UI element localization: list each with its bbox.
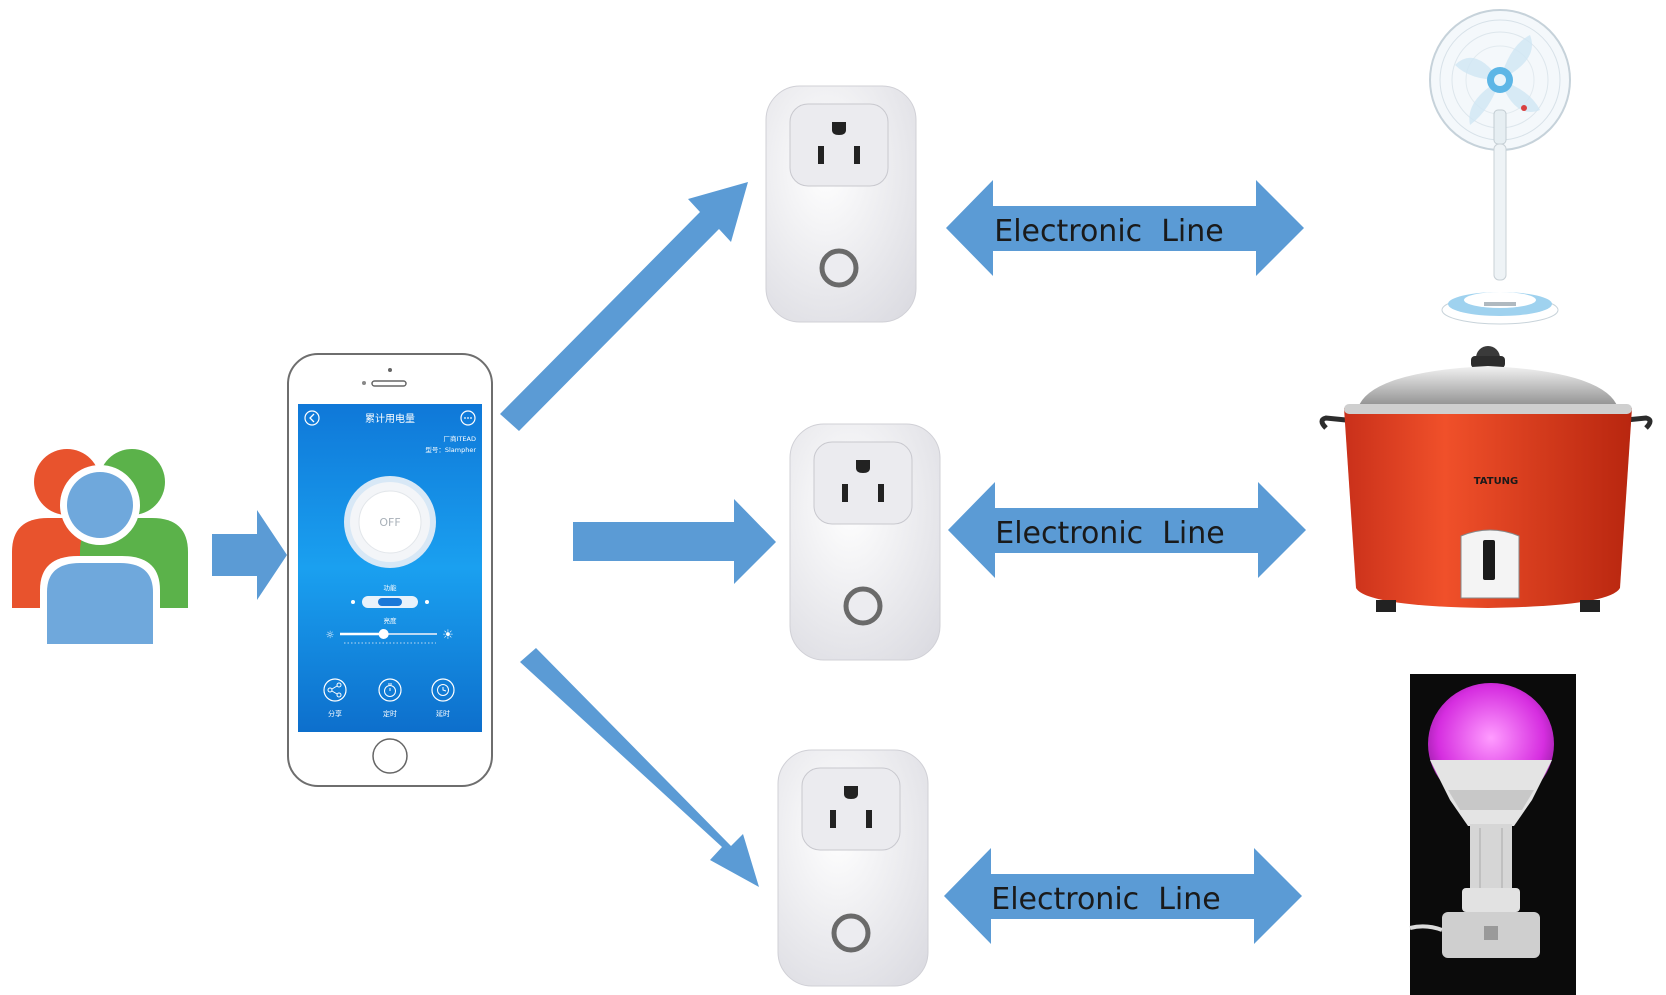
smart-socket-middle [789,423,941,661]
power-button-label: OFF [379,516,400,529]
electronic-line-label-bottom: Electronic Line [991,882,1220,917]
delay-label: 延时 [436,709,450,718]
timer-icon [384,683,396,697]
socket-power-button [831,913,871,953]
timer-button[interactable]: 定时 [378,678,402,718]
share-button[interactable]: 分享 [323,678,347,718]
share-label: 分享 [328,709,342,718]
arrow-phone-to-socket-bottom [520,648,759,887]
arrow-user-to-phone [212,510,287,600]
rice-cooker: TATUNG [1319,346,1653,612]
electronic-line-arrow-top: Electronic Line [946,180,1304,276]
smartphone: 累计用电量 厂商ITEAD 型号：Slampher OFF 功能 亮度 ☼ ☀ [287,353,493,787]
electronic-line-arrow-bottom: Electronic Line [944,848,1302,944]
cooker-brand: TATUNG [1474,476,1519,487]
arrow-phone-to-socket-top [500,182,748,431]
mode-label: 功能 [384,583,398,592]
delay-clock-icon [437,684,449,696]
users-group-icon [12,449,188,648]
electronic-line-label-middle: Electronic Line [995,516,1224,551]
brightness-label: 亮度 [384,616,398,625]
power-button[interactable]: OFF [344,476,436,568]
home-button[interactable] [372,738,408,774]
electronic-line-arrow-middle: Electronic Line [948,482,1306,578]
delay-button[interactable]: 延时 [431,678,455,718]
more-options-icon[interactable] [460,410,476,426]
back-icon[interactable] [304,410,320,426]
phone-title: 累计用电量 [365,412,415,425]
arrow-phone-to-socket-middle [573,499,776,584]
phone-model-line: 型号：Slampher [425,445,476,454]
bright-sun-icon: ☀ [442,628,454,643]
timer-label: 定时 [383,709,397,718]
led-bulb-photo [1409,674,1576,995]
dim-sun-icon: ☼ [326,630,335,641]
share-icon [327,682,342,698]
mode-toggle[interactable] [351,596,429,608]
socket-power-button [819,248,859,288]
electronic-line-label-top: Electronic Line [994,214,1223,249]
brightness-slider[interactable]: ☼ ☀ [326,628,454,643]
socket-power-button [843,586,883,626]
smart-socket-top [765,85,917,323]
phone-brand-line: 厂商ITEAD [444,434,476,443]
smart-socket-bottom [777,749,929,987]
electric-fan [1429,9,1571,325]
